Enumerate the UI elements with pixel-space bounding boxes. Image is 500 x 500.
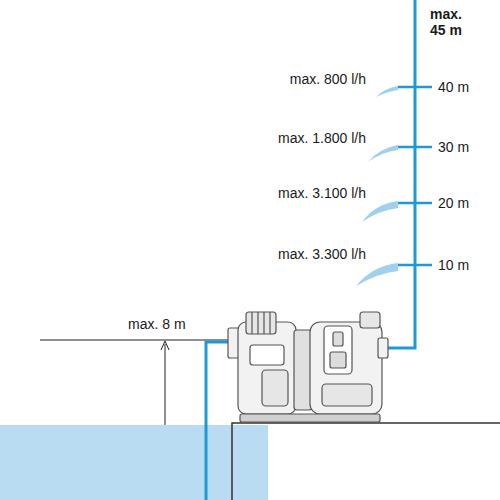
water-body (0, 425, 268, 500)
height-label: 40 m (438, 79, 469, 95)
flow-label: max. 3.300 l/h (278, 246, 366, 262)
height-label: 10 m (438, 257, 469, 273)
max-height-label: max. 45 m (430, 6, 474, 38)
arrow-head (161, 341, 169, 350)
pump-body (228, 312, 388, 422)
height-arrow (165, 344, 166, 425)
delivery-pipe (386, 0, 415, 348)
flow-label: max. 3.100 l/h (278, 185, 366, 201)
platform (232, 423, 500, 500)
flow-label: max. 800 l/h (290, 71, 366, 87)
height-line (40, 340, 236, 341)
height-label: 30 m (438, 139, 469, 155)
suction-height-label: max. 8 m (128, 316, 186, 332)
height-ticks (398, 87, 432, 265)
suction-pipe (206, 342, 232, 500)
height-label: 20 m (438, 195, 469, 211)
flow-label: max. 1.800 l/h (278, 130, 366, 146)
